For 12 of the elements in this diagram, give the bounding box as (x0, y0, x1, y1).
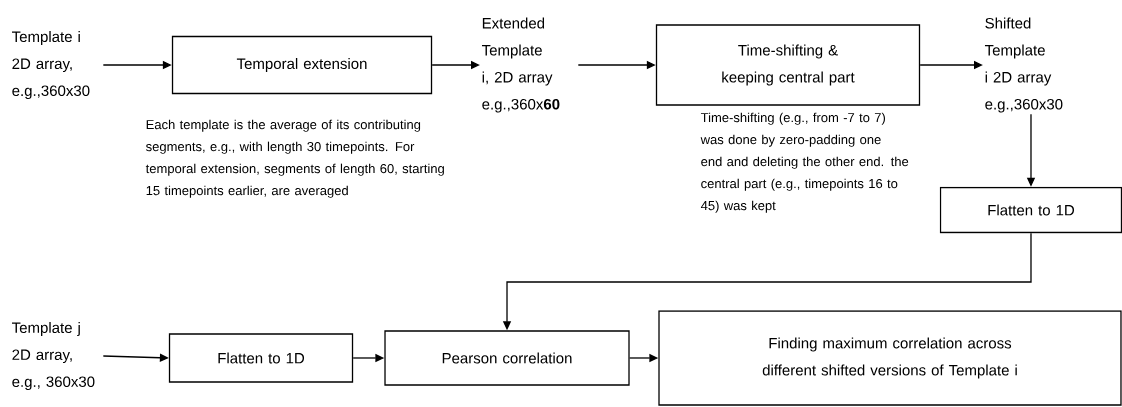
note-text: Each template is the average of its contributing segments, e.g., with length 30 timepoints. For temporal extension, segments of length 60, starting 15 timepoints earlier, are averaged (145, 119, 444, 198)
data-label: Extended Template i, 2D array e.g.,360x60 (482, 17, 560, 113)
process-box: Flatten to 1D (939, 186, 1122, 234)
data-label: Template j 2D array, e.g., 360x30 (12, 322, 95, 390)
data-label: Shifted Template i 2D array e.g.,360x30 (984, 17, 1063, 113)
process-box: Time-shifting & keeping central part (655, 24, 921, 106)
process-box: Flatten to 1D (168, 333, 354, 383)
data-label: Template i 2D array, e.g.,360x30 (12, 31, 90, 99)
note-text: Time-shifting (e.g., from -7 to 7) was done by zero-padding one end and deleting the other end. the central part (e.g., timepoints 16 to 45) was kept (700, 112, 909, 213)
process-box: Temporal extension (171, 35, 433, 95)
process-box: Pearson correlation (384, 330, 630, 386)
process-box: Finding maximum correlation across different shifted versions of Template i (658, 310, 1122, 406)
